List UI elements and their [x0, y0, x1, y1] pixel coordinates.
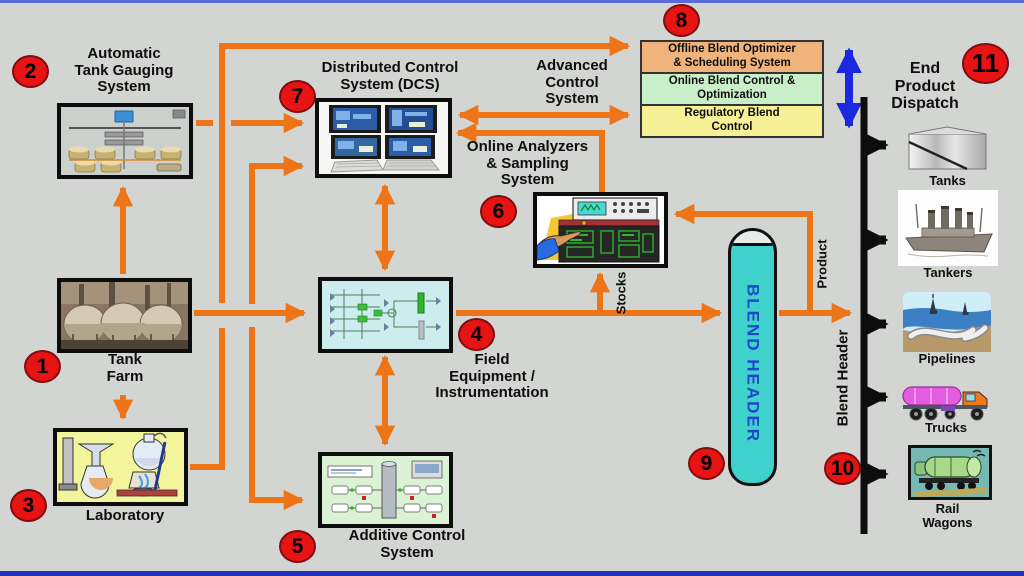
laboratory-label: Laboratory [85, 507, 165, 524]
tank-farm-image [57, 278, 192, 353]
badge-9-number: 9 [700, 451, 713, 475]
tank-farm-photo-icon [61, 282, 188, 349]
analyzer-panel-icon [537, 196, 664, 264]
tanks-image [905, 124, 990, 172]
badge-3-number: 3 [22, 493, 35, 517]
arrow-lab-to-optimizer [219, 35, 631, 303]
atg-schematic-icon [61, 107, 189, 175]
stocks-label: Stocks [613, 271, 629, 315]
laboratory-image [53, 428, 188, 506]
badge-8: 8 [663, 4, 700, 37]
end-product-dispatch-label: End Product Dispatch [891, 60, 959, 113]
field-instrumentation-icon [322, 281, 449, 349]
atg-image [57, 103, 193, 179]
pipelines-icon [903, 292, 991, 352]
vessel-dome-cap [731, 231, 774, 246]
tanker-ship-icon [898, 190, 998, 266]
blend-header-line-label: Blend Header [834, 329, 852, 427]
storage-tank-icon [908, 126, 987, 171]
frame-edge-top [0, 0, 1024, 3]
badge-6: 6 [480, 195, 517, 228]
badge-5: 5 [279, 530, 316, 563]
blend-optimization-stack: Offline Blend Optimizer & Scheduling Sys… [640, 40, 824, 138]
tankers-label: Tankers [923, 265, 973, 280]
arrow-lab-up-seg1 [190, 328, 225, 470]
blend-header-vessel-label: BLEND HEADER [743, 284, 763, 444]
arrow-analyzer-to-dcs [455, 122, 605, 192]
arrow-branch-to-additive [249, 327, 305, 511]
analyzers-label: Online Analyzers & Sampling System [466, 138, 589, 188]
badge-1: 1 [24, 350, 61, 383]
pipelines-label: Pipelines [918, 351, 976, 366]
dcs-label: Distributed Control System (DCS) [321, 59, 459, 93]
tank-truck-icon [902, 386, 988, 421]
badge-9: 9 [688, 447, 725, 480]
dcs-monitors-icon [319, 102, 448, 174]
badge-11-number: 11 [971, 48, 1000, 78]
tankers-image [898, 190, 998, 266]
trucks-image [901, 384, 991, 422]
badge-4: 4 [458, 318, 495, 351]
additive-control-label: Additive Control System [348, 527, 466, 561]
badge-2: 2 [12, 55, 49, 88]
pipelines-image [903, 292, 991, 352]
tank-farm-label: Tank Farm [106, 351, 144, 385]
arrow-branch-to-dcs [249, 155, 305, 304]
field-equipment-label: Field Equipment / Instrumentation [435, 351, 549, 401]
blend-header-vessel: BLEND HEADER [728, 228, 777, 486]
dcs-image [315, 98, 452, 178]
advanced-control-label: Advanced Control System [536, 57, 608, 107]
atg-label: Automatic Tank Gauging System [74, 45, 174, 95]
badge-10: 10 [824, 452, 861, 485]
badge-7: 7 [279, 80, 316, 113]
rail-wagons-label: Rail Wagons [922, 501, 973, 531]
badge-2-number: 2 [24, 59, 37, 83]
laboratory-icon [57, 432, 184, 502]
analyzer-image [533, 192, 668, 268]
additive-control-image [318, 452, 453, 528]
badge-3: 3 [10, 489, 47, 522]
badge-8-number: 8 [675, 8, 688, 32]
badge-6-number: 6 [492, 199, 505, 223]
online-blend-control-row: Online Blend Control & Optimization [642, 74, 822, 106]
rail-wagon-icon [911, 448, 989, 497]
frame-edge-bottom [0, 571, 1024, 576]
badge-10-number: 10 [830, 456, 855, 480]
badge-7-number: 7 [291, 84, 304, 108]
badge-4-number: 4 [470, 322, 483, 346]
arrow-product-to-analyzer [673, 203, 813, 313]
rail-wagons-image [908, 445, 992, 500]
trucks-label: Trucks [925, 420, 967, 435]
badge-5-number: 5 [291, 534, 304, 558]
badge-1-number: 1 [36, 354, 49, 378]
product-label: Product [814, 239, 830, 289]
field-equipment-image [318, 277, 453, 353]
regulatory-blend-control-row: Regulatory Blend Control [642, 106, 822, 136]
badge-11: 11 [962, 43, 1009, 84]
tanks-label: Tanks [929, 173, 966, 188]
offline-blend-optimizer-row: Offline Blend Optimizer & Scheduling Sys… [642, 42, 822, 74]
additive-schematic-icon [322, 456, 449, 524]
